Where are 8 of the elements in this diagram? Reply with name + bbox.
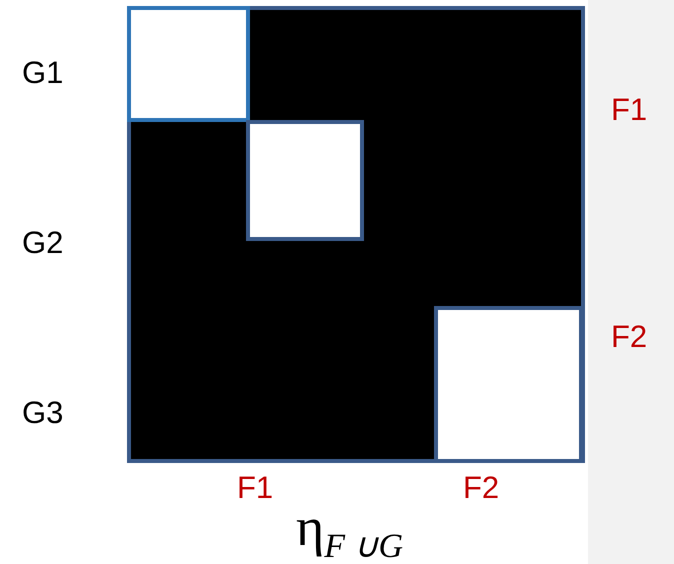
row-label: G2 [22, 227, 64, 258]
column-label: F2 [611, 321, 648, 352]
column-label: F2 [463, 472, 500, 503]
row-label: G3 [22, 397, 64, 428]
column-label: F1 [237, 472, 274, 503]
matrix-symbol: η$_{F ∪G}$ [296, 500, 404, 564]
column-label: F1 [611, 94, 648, 125]
row-label: G1 [22, 57, 64, 88]
